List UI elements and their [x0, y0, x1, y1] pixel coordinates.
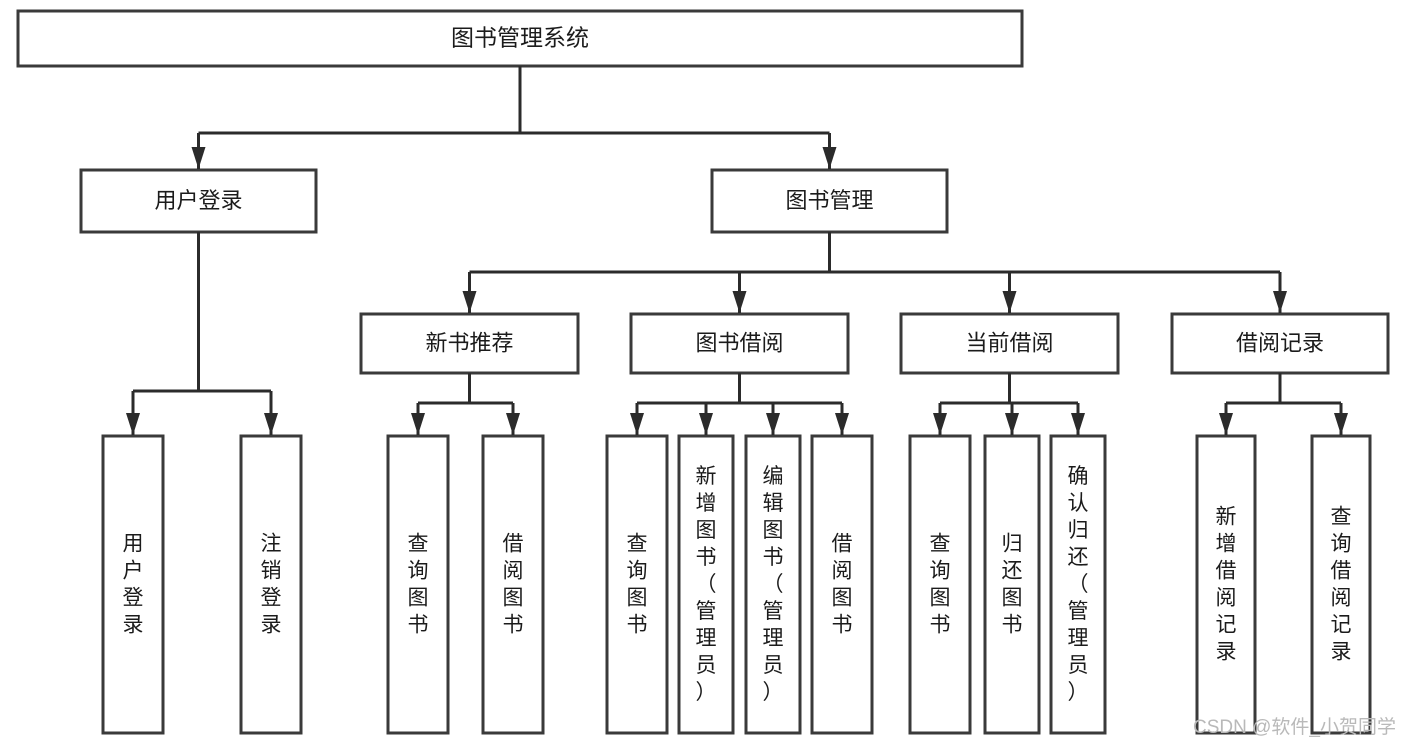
root-node[interactable]: 图书管理系统 [16, 9, 1024, 68]
watermark: CSDN @软件_小贺同学 [1193, 716, 1396, 738]
leaf-node-leaf-add-record[interactable]: 新增借阅记录 [1195, 434, 1257, 735]
arrow-head [191, 147, 206, 169]
level2-node-book-manage[interactable]: 图书管理 [710, 168, 949, 234]
arrow-head [835, 413, 849, 435]
arrow-head [126, 413, 140, 435]
leaf-node-leaf-user-login[interactable]: 用户登录 [101, 434, 165, 735]
arrow-head [1334, 413, 1348, 435]
arrow-head [506, 413, 520, 435]
arrow-head [630, 413, 644, 435]
leaf-label: 查询图书 [627, 533, 648, 637]
leaf-label: 确认归还（管理员） [1068, 465, 1089, 704]
node-label: 图书借阅 [695, 330, 783, 355]
level3-node-current-borrow[interactable]: 当前借阅 [899, 312, 1120, 375]
leaf-node-leaf-query-book-2[interactable]: 查询图书 [605, 434, 669, 735]
arrow-head [462, 291, 477, 313]
leaf-node-leaf-query-book-1[interactable]: 查询图书 [386, 434, 450, 735]
arrow-head [264, 413, 278, 435]
leaf-label: 注销登录 [261, 533, 282, 637]
leaf-label: 查询图书 [408, 533, 429, 637]
arrow-head [732, 291, 747, 313]
arrow-head [822, 147, 837, 169]
leaf-label: 新增图书（管理员） [696, 465, 717, 704]
level3-node-book-borrow[interactable]: 图书借阅 [629, 312, 850, 375]
arrow-head [699, 413, 713, 435]
leaf-node-leaf-return-book[interactable]: 归还图书 [983, 434, 1041, 735]
node-label: 图书管理系统 [451, 25, 589, 51]
leaf-node-leaf-user-logout[interactable]: 注销登录 [239, 434, 303, 735]
leaf-label: 借阅图书 [832, 533, 853, 637]
leaf-label: 查询借阅记录 [1331, 506, 1352, 664]
leaf-node-leaf-query-book-3[interactable]: 查询图书 [908, 434, 972, 735]
leaf-label: 借阅图书 [503, 533, 524, 637]
leaf-node-leaf-query-record[interactable]: 查询借阅记录 [1310, 434, 1372, 735]
leaf-label: 查询图书 [930, 533, 951, 637]
arrow-head [933, 413, 947, 435]
node-label: 新书推荐 [425, 330, 513, 355]
leaf-label: 编辑图书（管理员） [763, 465, 784, 704]
level2-node-user-login[interactable]: 用户登录 [79, 168, 318, 234]
leaf-label: 用户登录 [123, 533, 144, 637]
arrow-head [766, 413, 780, 435]
node-label: 借阅记录 [1236, 330, 1324, 355]
leaf-node-leaf-add-book[interactable]: 新增图书（管理员） [677, 434, 735, 735]
arrow-head [411, 413, 425, 435]
node-label: 用户登录 [154, 188, 242, 213]
level3-node-borrow-record[interactable]: 借阅记录 [1170, 312, 1390, 375]
node-label: 当前借阅 [965, 330, 1053, 355]
leaf-node-leaf-confirm-return[interactable]: 确认归还（管理员） [1049, 434, 1107, 735]
leaf-node-leaf-edit-book[interactable]: 编辑图书（管理员） [744, 434, 802, 735]
arrow-head [1005, 413, 1019, 435]
arrow-head [1071, 413, 1085, 435]
leaf-label: 归还图书 [1002, 533, 1023, 637]
leaf-label: 新增借阅记录 [1216, 506, 1237, 664]
arrow-head [1273, 291, 1287, 313]
level3-node-new-book-recommend[interactable]: 新书推荐 [359, 312, 580, 375]
leaf-node-leaf-borrow-book-2[interactable]: 借阅图书 [810, 434, 874, 735]
node-label: 图书管理 [785, 188, 873, 213]
arrow-head [1219, 413, 1233, 435]
arrow-head [1002, 291, 1017, 313]
leaf-node-leaf-borrow-book-1[interactable]: 借阅图书 [481, 434, 545, 735]
